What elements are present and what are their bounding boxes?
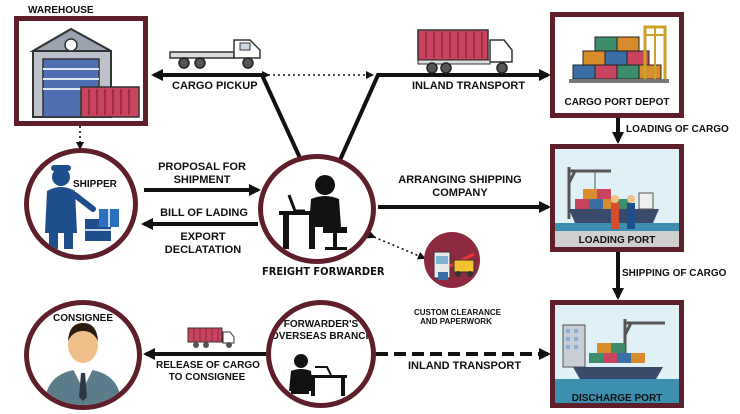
cargo-port-depot-title: CARGO PORT DEPOT	[564, 97, 670, 108]
overseas-desk-icon	[289, 354, 347, 396]
consignee-circle: CONSIGNEE	[24, 300, 142, 410]
label-export-line2: DECLATATION	[164, 243, 242, 256]
label-arranging-line2: COMPANY	[432, 186, 488, 199]
label-export-declaration: EXPORT DECLATATION	[158, 231, 248, 256]
container-stack-icon	[569, 25, 669, 83]
label-release-line2: TO CONSIGNEE	[168, 371, 246, 383]
consignee-title: CONSIGNEE	[53, 313, 114, 324]
label-proposal-line2: SHIPMENT	[173, 173, 231, 186]
label-inland-transport-top: INLAND TRANSPORT	[412, 80, 526, 92]
overseas-branch-line1: FORWARDER'S	[283, 319, 359, 330]
label-bill-of-lading: BILL OF LADING	[160, 207, 248, 219]
loading-port-illustration	[555, 149, 679, 247]
label-cargo-pickup: CARGO PICKUP	[172, 80, 258, 92]
custom-clearance-icon-circle	[424, 232, 480, 288]
warehouse-title: WAREHOUSE	[28, 5, 94, 16]
label-proposal-for-shipment: PROPOSAL FOR SHIPMENT	[154, 161, 250, 186]
label-shipping-of-cargo: SHIPPING OF CARGO	[622, 268, 727, 279]
small-container-truck-icon	[187, 327, 235, 348]
overseas-branch-line2: OVERSEAS BRANCH	[271, 330, 373, 342]
label-arranging-shipping-company: ARRANGING SHIPPING COMPANY	[398, 174, 522, 199]
label-release-line1: RELEASE OF CARGO	[156, 360, 260, 371]
label-arranging-line1: ARRANGING SHIPPING	[398, 174, 522, 186]
label-release-of-cargo: RELEASE OF CARGO TO CONSIGNEE	[156, 360, 260, 383]
flatbed-truck-icon	[169, 39, 261, 69]
shipper-person-icon	[45, 165, 119, 249]
custom-clearance-label: CUSTOM CLEARANCE AND PAPERWORK	[414, 308, 501, 327]
freight-forwarder-circle	[258, 154, 376, 264]
consignee-person-icon	[45, 323, 121, 405]
freight-forwarder-title: FREIGHT FORWARDER	[262, 265, 385, 278]
warehouse-box	[14, 16, 148, 126]
discharge-port-title: DISCHARGE PORT	[571, 393, 663, 404]
shipper-title: SHIPPER	[73, 179, 117, 190]
label-proposal-line1: PROPOSAL FOR	[158, 161, 246, 173]
dotted-link-customs	[366, 230, 426, 260]
custom-clearance-line2: AND PAPERWORK	[420, 317, 492, 327]
label-inland-transport-bottom: INLAND TRANSPORT	[408, 360, 522, 372]
overseas-branch-title: FORWARDER'S OVERSEAS BRANCH	[271, 319, 371, 342]
discharge-port-illustration	[555, 305, 679, 403]
label-export-line1: EXPORT	[180, 231, 226, 243]
container-truck-icon	[417, 29, 513, 74]
arrow-to-cargo-depot	[338, 69, 551, 161]
discharge-port-box: DISCHARGE PORT	[550, 300, 684, 408]
customs-checkpoint-icon	[433, 251, 475, 280]
loading-port-box: LOADING PORT	[550, 144, 684, 252]
forwarder-desk-icon	[279, 175, 347, 250]
shipper-circle: SHIPPER	[24, 148, 138, 260]
custom-clearance-line1: CUSTOM CLEARANCE	[414, 308, 501, 317]
cargo-port-depot-box: CARGO PORT DEPOT	[550, 12, 684, 118]
label-loading-of-cargo: LOADING OF CARGO	[626, 124, 729, 135]
warehouse-icon	[29, 27, 140, 118]
loading-port-title: LOADING PORT	[578, 235, 656, 246]
overseas-branch-circle: FORWARDER'S OVERSEAS BRANCH	[266, 300, 376, 408]
